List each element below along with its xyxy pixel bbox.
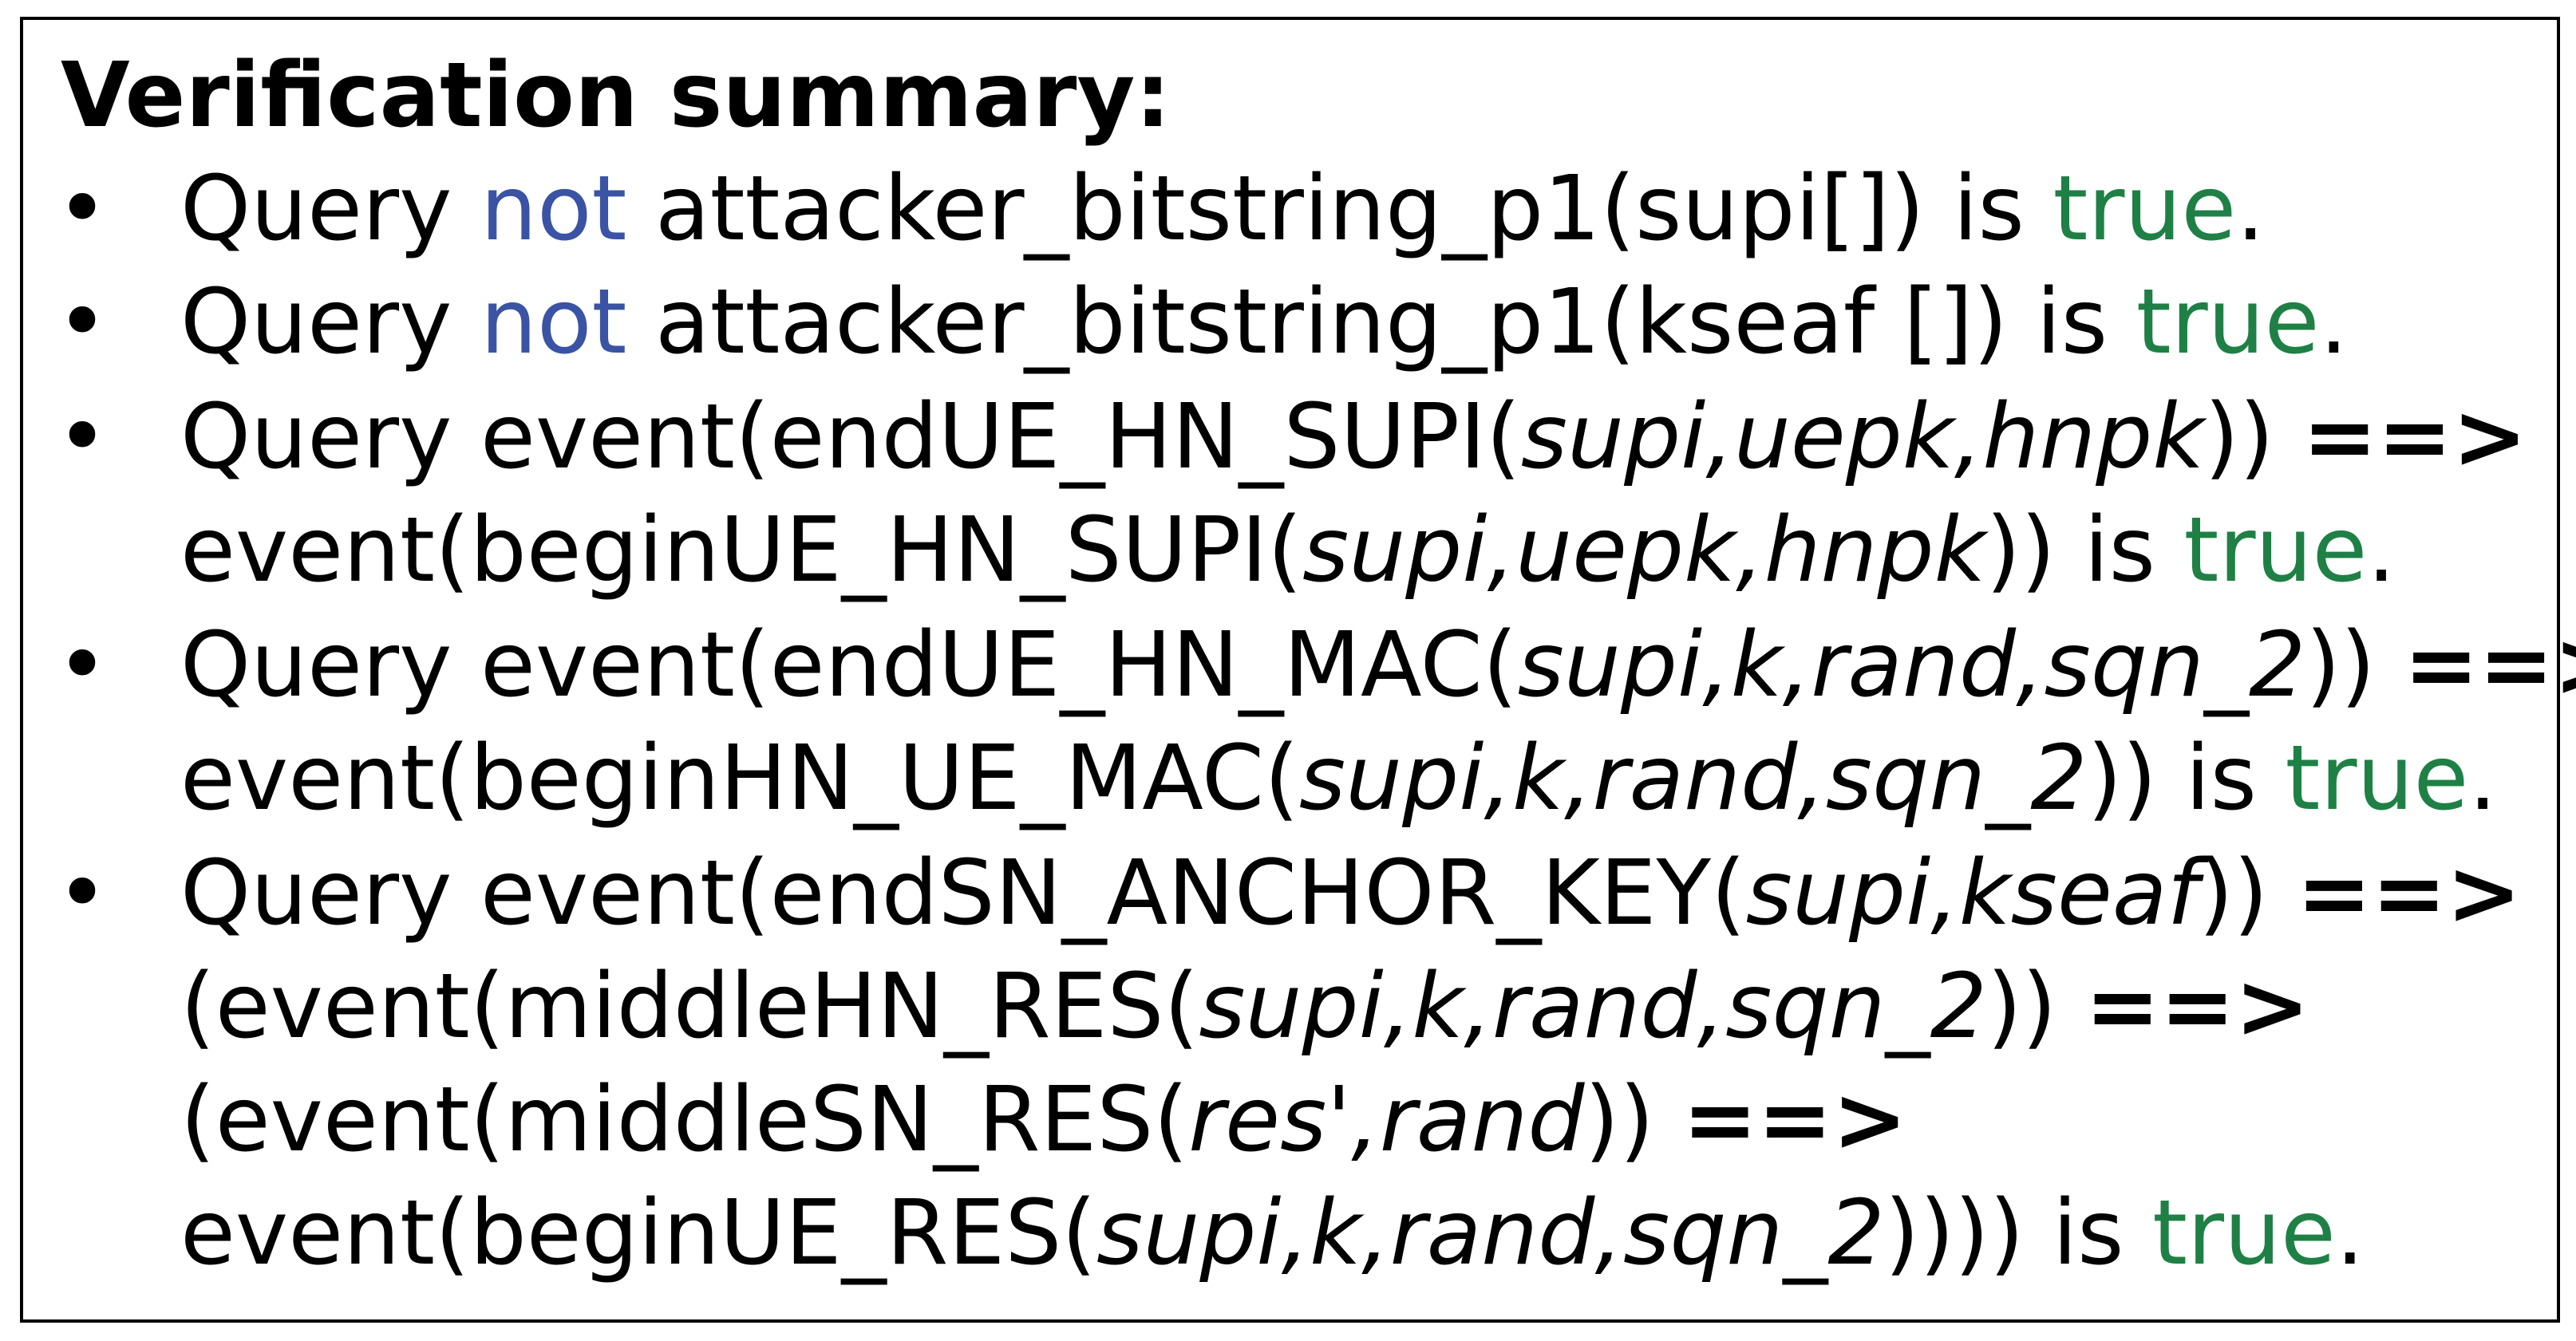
query-arguments: supi,uepk,hnpk [1520, 385, 2205, 489]
query-line: Query not attacker_bitstring_p1(kseaf []… [180, 266, 2348, 378]
query-text: . [2236, 157, 2265, 261]
implies-arrow: ==> [2084, 955, 2310, 1059]
implies-arrow: ==> [2404, 613, 2576, 717]
query-text: . [2468, 727, 2497, 830]
query-arguments: supi,uepk,hnpk [1302, 499, 1986, 602]
query-text: )) [1584, 1068, 1683, 1172]
bullet-marker: • [56, 385, 109, 489]
query-text: )) is [1985, 499, 2184, 602]
query-arguments: supi,k,rand,sqn_2 [1199, 955, 1987, 1059]
keyword-not: not [480, 157, 627, 261]
bullet-marker: • [56, 613, 109, 717]
query-line: (event(middleHN_RES(supi,k,rand,sqn_2)) … [180, 951, 2309, 1063]
query-text: )) is [2087, 727, 2286, 830]
result-true: true [2152, 1181, 2336, 1285]
query-text: )))) is [1884, 1181, 2153, 1285]
query-text: )) [2198, 842, 2297, 945]
query-arguments: supi,k,rand,sqn_2 [1298, 727, 2088, 830]
query-text: attacker_bitstring_p1(supi[]) is [626, 157, 2053, 261]
query-arguments: supi,k,rand,sqn_2 [1096, 1181, 1885, 1285]
query-line: Query event(endUE_HN_SUPI(supi,uepk,hnpk… [180, 381, 2527, 493]
query-line: event(beginUE_RES(supi,k,rand,sqn_2)))) … [180, 1177, 2365, 1289]
query-line: (event(middleSN_RES(res',rand)) ==> [180, 1064, 1907, 1176]
query-arguments: res',rand [1188, 1068, 1585, 1172]
query-text: Query event(endUE_HN_SUPI( [180, 385, 1521, 489]
query-line: Query event(endUE_HN_MAC(supi,k,rand,sqn… [180, 609, 2576, 721]
query-line: Query not attacker_bitstring_p1(supi[]) … [180, 153, 2265, 265]
query-text: . [2319, 270, 2349, 374]
query-text: event(beginUE_RES( [180, 1181, 1096, 1285]
summary-box [20, 17, 2560, 1323]
bullet-marker: • [56, 157, 109, 261]
implies-arrow: ==> [2296, 842, 2522, 945]
query-text: . [2335, 1181, 2365, 1285]
bullet-marker: • [56, 270, 109, 374]
result-true: true [2053, 157, 2237, 261]
query-text: event(beginUE_HN_SUPI( [180, 499, 1302, 602]
keyword-not: not [480, 270, 627, 374]
query-text: )) [2204, 385, 2303, 489]
result-true: true [2135, 270, 2320, 374]
implies-arrow: ==> [2302, 385, 2527, 489]
query-text: event(beginHN_UE_MAC( [180, 727, 1299, 830]
query-text: Query [180, 270, 480, 374]
query-text: attacker_bitstring_p1(kseaf []) is [626, 270, 2136, 374]
summary-title: Verification summary: [61, 44, 1171, 148]
query-arguments: supi,k,rand,sqn_2 [1517, 613, 2306, 717]
result-true: true [2285, 727, 2469, 830]
query-text: (event(middleSN_RES( [180, 1068, 1189, 1172]
implies-arrow: ==> [1682, 1068, 1908, 1172]
result-true: true [2183, 499, 2368, 602]
query-text: Query event(endSN_ANCHOR_KEY( [180, 842, 1746, 945]
query-line: event(beginHN_UE_MAC(supi,k,rand,sqn_2))… [180, 723, 2497, 834]
query-text: Query event(endUE_HN_MAC( [180, 613, 1518, 717]
query-text: )) [2305, 613, 2404, 717]
query-text: (event(middleHN_RES( [180, 955, 1199, 1059]
bullet-marker: • [56, 842, 109, 945]
query-text: . [2367, 499, 2396, 602]
query-line: Query event(endSN_ANCHOR_KEY(supi,kseaf)… [180, 838, 2522, 949]
query-text: )) [1986, 955, 2085, 1059]
query-arguments: supi,kseaf [1745, 842, 2199, 945]
query-line: event(beginUE_HN_SUPI(supi,uepk,hnpk)) i… [180, 495, 2396, 606]
query-text: Query [180, 157, 480, 261]
